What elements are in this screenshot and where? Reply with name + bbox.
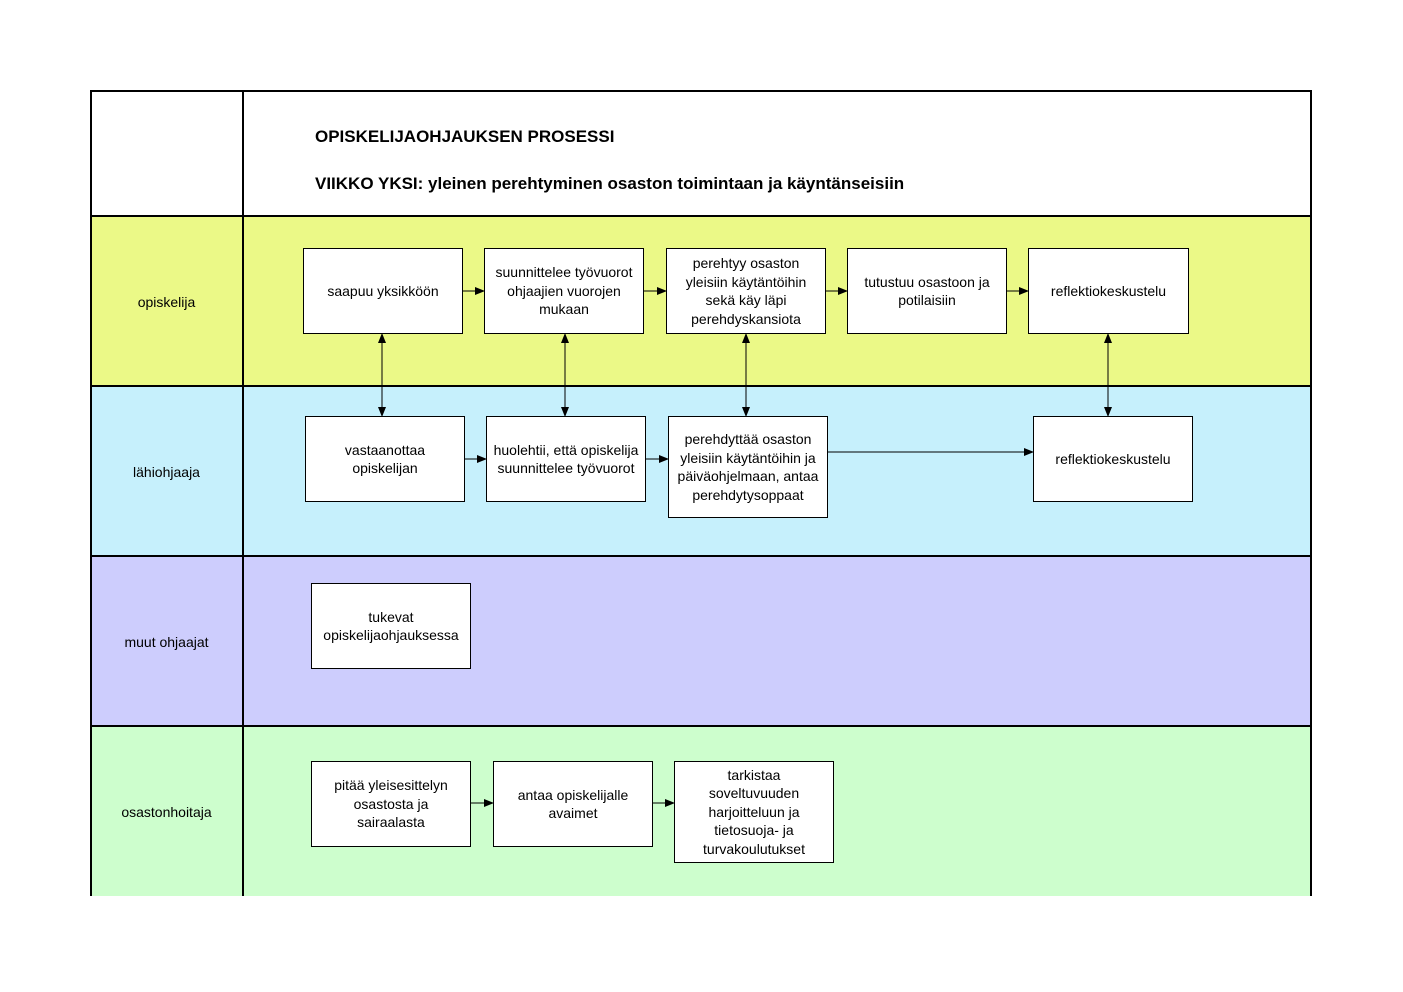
lane-label-lahiohjaaja: lähiohjaaja — [133, 463, 200, 480]
box-saapuu-yksikkoon: saapuu yksikköön — [303, 248, 463, 334]
diagram-title: OPISKELIJAOHJAUKSEN PROSESSI — [315, 127, 615, 146]
frame-border-left — [90, 90, 92, 896]
lane-label-osastonhoitaja: osastonhoitaja — [121, 803, 212, 820]
lane-muut-ohjaajat: muut ohjaajat — [90, 555, 1312, 726]
diagram-subtitle: VIIKKO YKSI: yleinen perehtyminen osasto… — [315, 174, 905, 193]
box-vastaanottaa-opiskelijan: vastaanottaa opiskelijan — [305, 416, 465, 502]
frame-border-top — [90, 90, 1312, 92]
box-tarkistaa-soveltuvuuden: tarkistaa soveltuvuuden harjoitteluun ja… — [674, 761, 834, 863]
label-column-divider — [242, 90, 244, 896]
box-perehdyttaa-osaston: perehdyttää osaston yleisiin käytäntöihi… — [668, 416, 828, 518]
box-huolehtii-tyovuorot: huolehtii, että opiskelija suunnittelee … — [486, 416, 646, 502]
box-pitaa-yleisesittelyn: pitää yleisesittelyn osastosta ja sairaa… — [311, 761, 471, 847]
lane-label-opiskelija: opiskelija — [137, 293, 196, 310]
lane-label-muut-ohjaajat: muut ohjaajat — [124, 633, 209, 650]
box-reflektiokeskustelu-lahiohjaaja: reflektiokeskustelu — [1033, 416, 1193, 502]
box-antaa-avaimet: antaa opiskelijalle avaimet — [493, 761, 653, 847]
box-perehtyy-kaytantoihin: perehtyy osaston yleisiin käytäntöihin s… — [666, 248, 826, 334]
box-tukevat-opiskelijaohjauksessa: tukevat opiskelijaohjauksessa — [311, 583, 471, 669]
box-suunnittelee-tyovuorot: suunnittelee työvuorot ohjaajien vuoroje… — [484, 248, 644, 334]
box-reflektiokeskustelu-opiskelija: reflektiokeskustelu — [1028, 248, 1189, 334]
frame-border-right — [1310, 90, 1312, 896]
box-tutustuu-osastoon: tutustuu osastoon ja potilaisiin — [847, 248, 1007, 334]
